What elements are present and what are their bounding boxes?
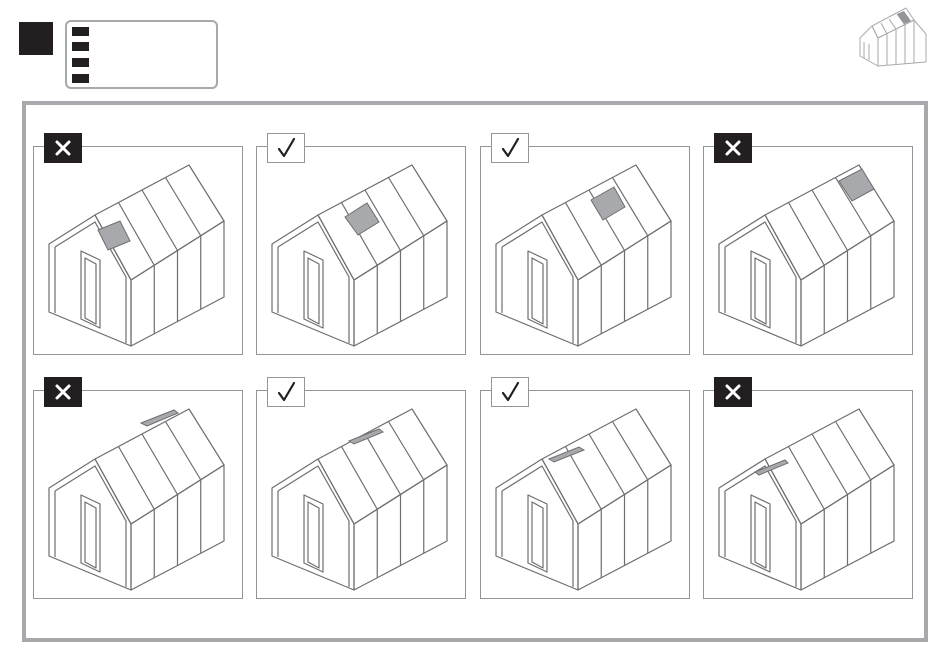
checkmark-icon — [267, 377, 305, 407]
option-panel — [33, 390, 243, 599]
checkmark-icon — [267, 133, 305, 163]
legend-bar — [72, 42, 89, 51]
cross-icon — [44, 133, 82, 163]
checkmark-icon — [491, 133, 529, 163]
roof-window — [349, 429, 383, 444]
option-panel — [703, 146, 913, 355]
option-panel — [480, 146, 690, 355]
legend-bar — [72, 27, 89, 36]
cross-icon — [714, 377, 752, 407]
greenhouse-illustration — [704, 147, 914, 356]
greenhouse-illustration — [481, 147, 691, 356]
option-panel — [33, 146, 243, 355]
option-panel — [480, 390, 690, 599]
legend-bar — [72, 58, 89, 67]
checkmark-icon — [491, 377, 529, 407]
option-panel — [256, 390, 466, 599]
cross-icon — [44, 377, 82, 407]
option-panel — [256, 146, 466, 355]
legend-bar — [72, 74, 89, 83]
greenhouse-thumbnail-icon — [856, 4, 930, 78]
greenhouse-illustration — [257, 147, 467, 356]
roof-window — [591, 187, 625, 220]
cross-icon — [714, 133, 752, 163]
option-panel — [703, 390, 913, 599]
roof-window — [839, 169, 874, 201]
roof-window — [345, 203, 379, 235]
step-marker — [19, 22, 53, 55]
greenhouse-illustration — [704, 391, 914, 600]
greenhouse-illustration — [34, 147, 244, 356]
greenhouse-illustration — [34, 391, 244, 600]
roof-window — [98, 221, 130, 250]
legend-box — [65, 20, 218, 89]
greenhouse-illustration — [481, 391, 691, 600]
greenhouse-illustration — [257, 391, 467, 600]
